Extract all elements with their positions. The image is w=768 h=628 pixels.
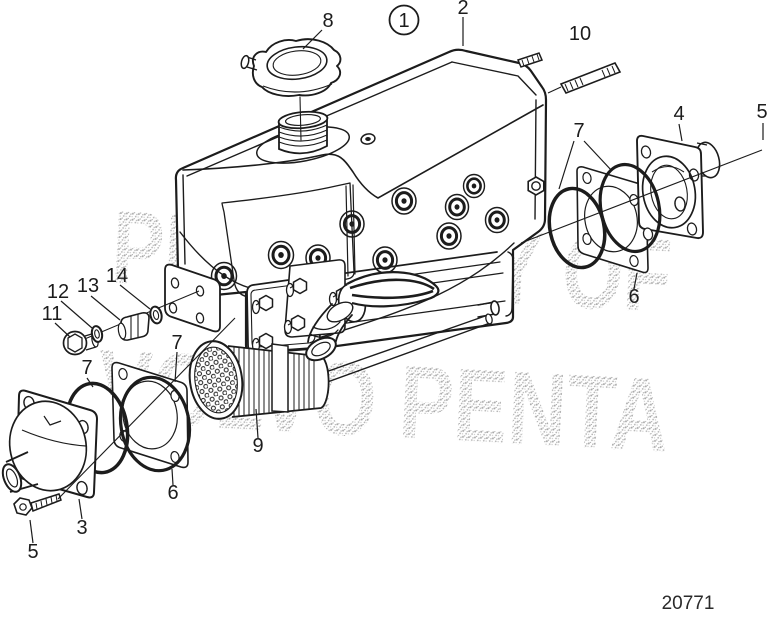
- callout-7-left-a: 7: [81, 357, 92, 379]
- assembly-axis-lines: [57, 86, 763, 500]
- callout-8: 8: [322, 10, 333, 32]
- part-washer-12: [90, 325, 104, 343]
- part-o-ring-7-left-b: [118, 375, 192, 473]
- callout-7-left-b: 7: [171, 332, 182, 354]
- part-plug-13: [117, 312, 150, 341]
- part-pressure-cap: [240, 38, 342, 97]
- hex-nut: [527, 176, 545, 196]
- callout-10: 10: [569, 23, 591, 45]
- callout-5-right: 5: [756, 101, 767, 123]
- part-tube-bundle: [188, 313, 493, 420]
- boss: [462, 173, 486, 199]
- callout-11: 11: [42, 303, 63, 325]
- boss: [436, 222, 462, 250]
- boss: [372, 246, 398, 274]
- callout-2: 2: [457, 0, 468, 19]
- callout-5-left: 5: [27, 541, 38, 563]
- vent-ring: [360, 133, 376, 145]
- part-end-plate: [164, 263, 221, 333]
- callout-9: 9: [252, 435, 263, 457]
- part-stud-10: [559, 62, 622, 94]
- boss: [267, 240, 295, 270]
- callout-4: 4: [673, 103, 684, 125]
- boss: [484, 206, 510, 234]
- callout-6-left: 6: [167, 482, 178, 504]
- callout-1-circle: [388, 4, 420, 36]
- part-hose-connection: [305, 301, 354, 362]
- part-end-cover-4: [636, 134, 721, 241]
- callout-7-right: 7: [573, 120, 584, 142]
- boss: [210, 261, 238, 291]
- callout-leader-lines: [29, 17, 764, 544]
- part-plugs-and-washers: [62, 290, 200, 356]
- part-stud-on-tank: [516, 52, 544, 68]
- hex-bolt: [251, 294, 274, 315]
- callout-6-right: 6: [628, 286, 639, 308]
- cap-vent-nipple: [240, 54, 250, 70]
- part-heat-exchanger-housing: [174, 48, 548, 355]
- hex-bolt: [283, 314, 306, 335]
- part-o-ring-7-right-b: [598, 162, 662, 254]
- part-gasket-6-right: [576, 166, 649, 274]
- callout-14: 14: [106, 265, 128, 287]
- boss: [444, 193, 470, 221]
- part-washer-14: [149, 305, 163, 325]
- part-end-cap-3: [1, 389, 98, 499]
- hex-bolt: [285, 277, 308, 298]
- part-filler-neck: [277, 96, 329, 155]
- boss: [391, 187, 417, 215]
- drawing-number: 20771: [662, 593, 715, 614]
- callout-13: 13: [77, 275, 99, 297]
- cap-dome: [8, 400, 88, 492]
- callout-12: 12: [47, 281, 69, 303]
- plug-bosses: [210, 133, 545, 291]
- callout-1: 1: [398, 10, 409, 32]
- part-bolt-5-left: [13, 493, 62, 516]
- callout-3: 3: [76, 517, 87, 539]
- boss: [339, 210, 365, 238]
